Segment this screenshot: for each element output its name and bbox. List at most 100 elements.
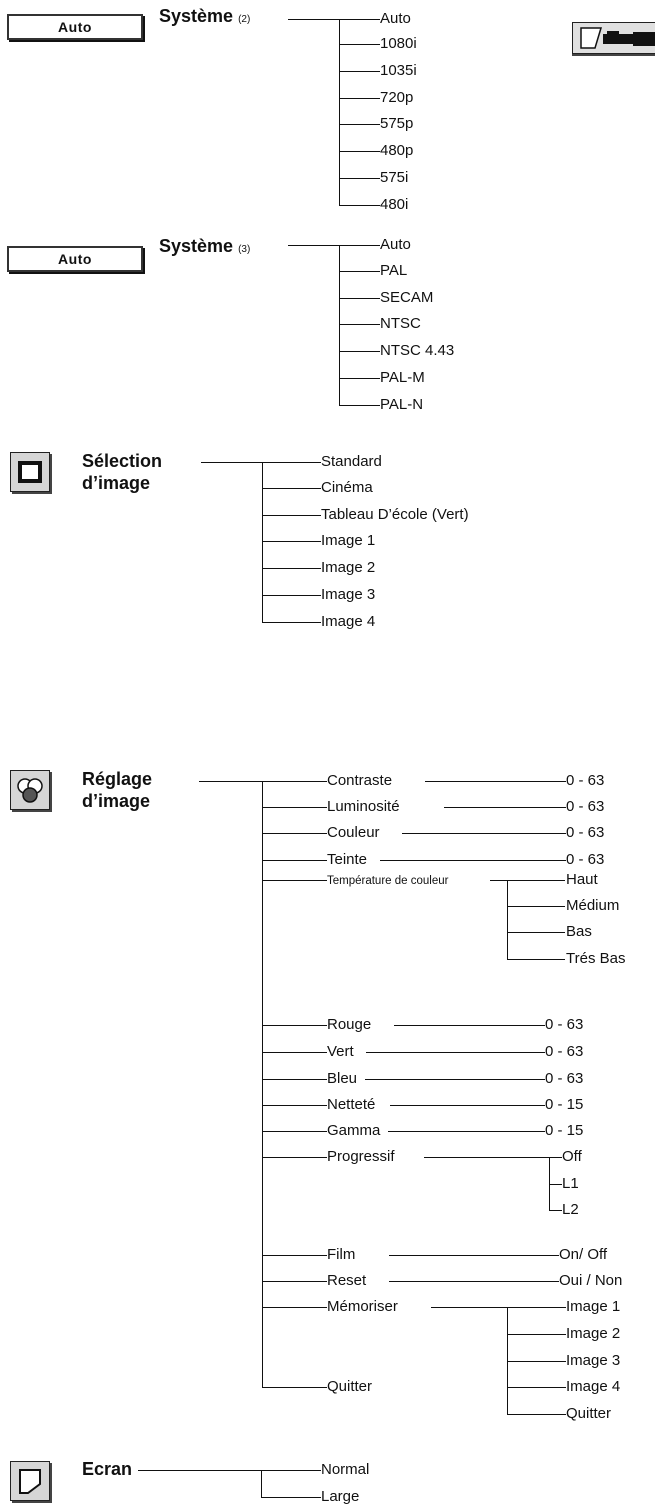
connector	[339, 205, 380, 206]
system-menu-icon	[572, 22, 655, 54]
setting-value: 0 - 63	[566, 824, 605, 841]
temperature-option[interactable]: Médium	[566, 897, 620, 914]
setting-value: Oui / Non	[559, 1272, 623, 1289]
connector	[339, 151, 380, 152]
connector	[339, 44, 380, 45]
setting-value: 0 - 63	[545, 1070, 584, 1087]
connector	[288, 245, 380, 246]
image-select-title-2: d’image	[82, 473, 151, 493]
connector	[262, 462, 263, 622]
connector	[339, 378, 380, 379]
connector	[424, 1157, 562, 1158]
connector	[262, 595, 321, 596]
connector	[549, 1184, 562, 1185]
system-2-note: (2)	[238, 14, 251, 25]
image-select-option[interactable]: Standard	[321, 453, 382, 470]
connector	[262, 1079, 327, 1080]
connector	[507, 959, 565, 960]
connector	[549, 1157, 550, 1210]
system-3-option[interactable]: Auto	[380, 236, 411, 253]
connector	[262, 568, 321, 569]
system-3-title: Système (3)	[159, 236, 251, 256]
temperature-option[interactable]: Bas	[566, 923, 592, 940]
setting-value: 0 - 63	[566, 772, 605, 789]
connector	[262, 488, 321, 489]
connector	[339, 405, 380, 406]
image-select-option[interactable]: Image 1	[321, 532, 376, 549]
connector	[261, 1497, 321, 1498]
memoriser-option[interactable]: Image 1	[566, 1298, 621, 1315]
screen-title: Ecran	[82, 1459, 133, 1479]
connector	[261, 1470, 262, 1497]
setting-memoriser[interactable]: Mémoriser	[327, 1298, 398, 1315]
system-2-option[interactable]: 720p	[380, 89, 414, 106]
setting-couleur[interactable]: Couleur	[327, 824, 380, 841]
setting-temperature[interactable]: Température de couleur	[327, 875, 449, 887]
system-3-option[interactable]: NTSC	[380, 315, 421, 332]
memoriser-option[interactable]: Image 4	[566, 1378, 621, 1395]
setting-gamma[interactable]: Gamma	[327, 1122, 381, 1139]
image-select-option[interactable]: Image 3	[321, 586, 376, 603]
system-3-option[interactable]: PAL	[380, 262, 408, 279]
image-select-option[interactable]: Image 2	[321, 559, 376, 576]
image-select-option[interactable]: Image 4	[321, 613, 376, 630]
setting-vert[interactable]: Vert	[327, 1043, 354, 1060]
temperature-option[interactable]: Haut	[566, 871, 598, 888]
connector	[366, 1052, 545, 1053]
setting-luminosite[interactable]: Luminosité	[327, 798, 400, 815]
screen-option[interactable]: Normal	[321, 1461, 370, 1478]
connector	[138, 1470, 321, 1471]
connector	[262, 515, 321, 516]
system-2-option[interactable]: Auto	[380, 10, 411, 27]
memoriser-option[interactable]: Image 3	[566, 1352, 621, 1369]
image-select-title: Sélection	[82, 451, 163, 471]
system-auto-button[interactable]: Auto	[7, 14, 143, 40]
system-3-option[interactable]: SECAM	[380, 289, 434, 306]
screen-option[interactable]: Large	[321, 1488, 360, 1505]
connector	[262, 1387, 327, 1388]
setting-progressif[interactable]: Progressif	[327, 1148, 395, 1165]
setting-reset[interactable]: Reset	[327, 1272, 367, 1289]
connector	[425, 781, 566, 782]
setting-teinte[interactable]: Teinte	[327, 851, 368, 868]
connector	[262, 833, 327, 834]
setting-nettete[interactable]: Netteté	[327, 1096, 376, 1113]
setting-bleu[interactable]: Bleu	[327, 1070, 358, 1087]
memoriser-option[interactable]: Quitter	[566, 1405, 612, 1422]
connector	[262, 1052, 327, 1053]
progressif-option[interactable]: Off	[562, 1148, 582, 1165]
connector	[339, 98, 380, 99]
memoriser-option[interactable]: Image 2	[566, 1325, 621, 1342]
system-2-option[interactable]: 1035i	[380, 62, 417, 79]
screen-icon	[10, 1461, 50, 1501]
setting-rouge[interactable]: Rouge	[327, 1016, 372, 1033]
image-select-option[interactable]: Tableau D’école (Vert)	[321, 506, 469, 523]
system-auto-button[interactable]: Auto	[7, 246, 143, 272]
connector	[262, 1307, 327, 1308]
connector	[507, 1361, 566, 1362]
connector	[262, 622, 321, 623]
connector	[389, 1281, 559, 1282]
system-3-option[interactable]: PAL-M	[380, 369, 425, 386]
progressif-option[interactable]: L1	[562, 1175, 579, 1192]
connector	[339, 271, 380, 272]
setting-value: On/ Off	[559, 1246, 608, 1263]
setting-film[interactable]: Film	[327, 1246, 356, 1263]
system-3-option[interactable]: NTSC 4.43	[380, 342, 455, 359]
setting-value: 0 - 63	[566, 851, 605, 868]
progressif-option[interactable]: L2	[562, 1201, 579, 1218]
image-select-option[interactable]: Cinéma	[321, 479, 373, 496]
system-2-option[interactable]: 1080i	[380, 35, 417, 52]
setting-quitter[interactable]: Quitter	[327, 1378, 373, 1395]
setting-contraste[interactable]: Contraste	[327, 772, 393, 789]
temperature-option[interactable]: Trés Bas	[566, 950, 626, 967]
system-2-option[interactable]: 575i	[380, 169, 409, 186]
system-2-option[interactable]: 575p	[380, 115, 414, 132]
connector	[262, 1079, 263, 1387]
connector	[394, 1025, 545, 1026]
connector	[201, 462, 321, 463]
system-2-option[interactable]: 480p	[380, 142, 414, 159]
system-2-option[interactable]: 480i	[380, 196, 409, 213]
system-3-option[interactable]: PAL-N	[380, 396, 424, 413]
connector	[339, 351, 380, 352]
